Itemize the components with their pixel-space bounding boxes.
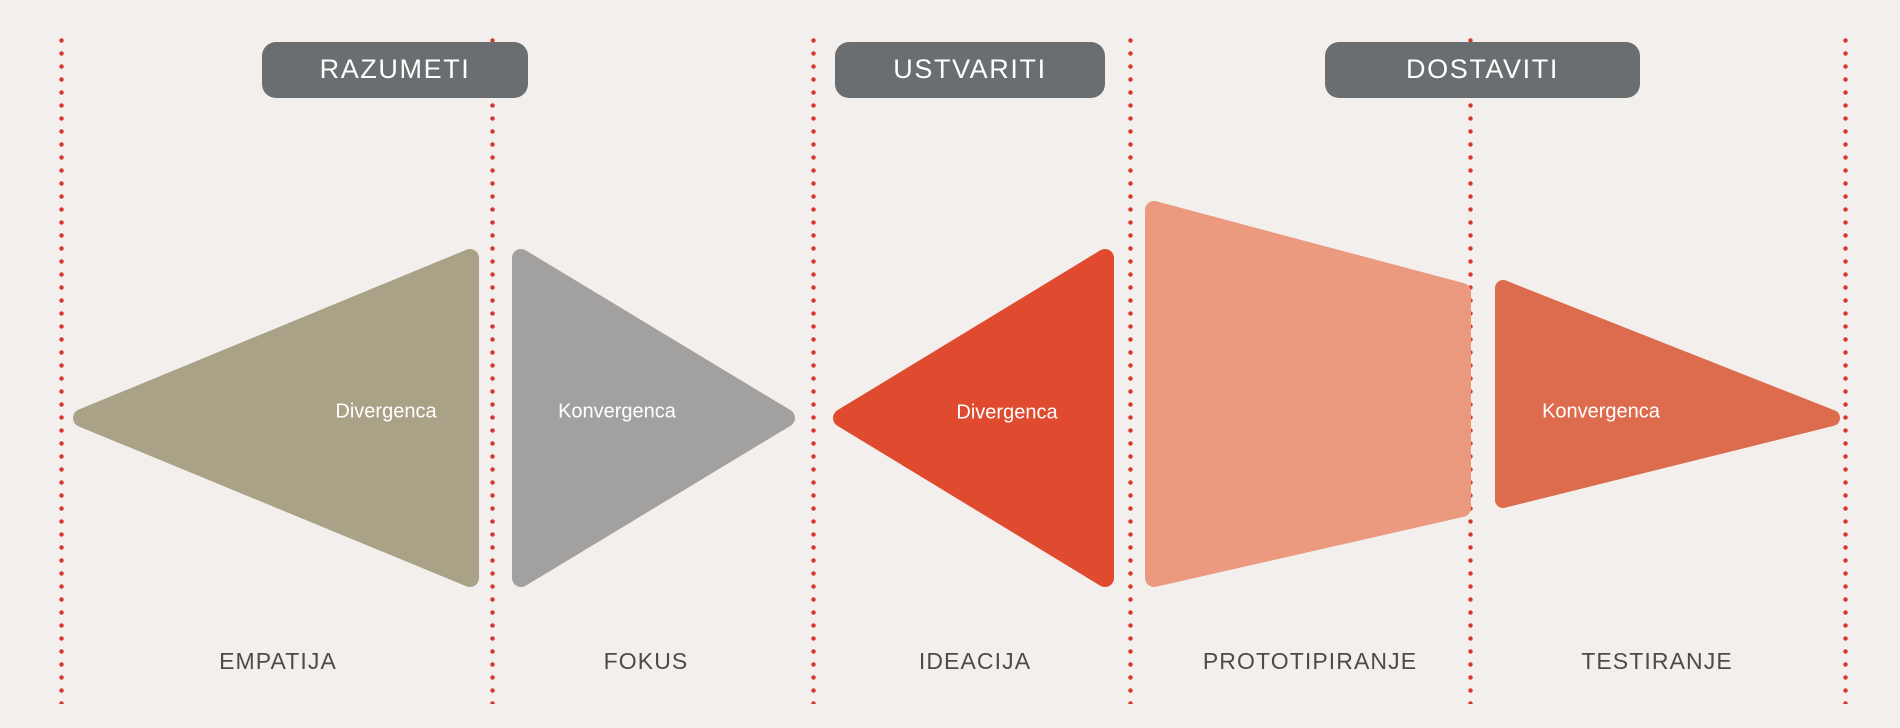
stage-label-testiranje: TESTIRANJE — [1581, 648, 1733, 674]
phase-banner-ustvariti-label: USTVARITI — [893, 53, 1047, 84]
fokus-shape-label: Konvergenca — [558, 400, 676, 423]
stage-label-ideacija: IDEACIJA — [918, 648, 1032, 674]
divider-right-edge — [1843, 38, 1848, 704]
stage-label-prototipiranje: PROTOTIPIRANJE — [1202, 648, 1418, 674]
stage-label-empatija: EMPATIJA — [219, 648, 337, 674]
phase-banner-dostaviti: DOSTAVITI — [1325, 42, 1640, 98]
divider-empatija-fokus — [490, 38, 495, 704]
phase-banner-razumeti: RAZUMETI — [262, 42, 528, 98]
testiranje-shape-label: Konvergenca — [1542, 400, 1660, 423]
empatija-shape-label: Divergenca — [335, 400, 437, 423]
phase-banner-dostaviti-label: DOSTAVITI — [1406, 53, 1559, 84]
divider-razumeti-ustvariti — [811, 38, 816, 704]
ideacija-shape-label: Divergenca — [956, 401, 1058, 424]
stage-label-fokus: FOKUS — [603, 648, 689, 674]
divider-ideacija-prototip — [1128, 38, 1133, 704]
divider-prototip-testiranje — [1468, 38, 1473, 704]
phase-banner-razumeti-label: RAZUMETI — [319, 53, 471, 84]
prototipiranje-trapezoid — [1145, 201, 1471, 587]
divider-left-edge — [59, 38, 64, 704]
testiranje-diamond-half — [1495, 280, 1840, 508]
phase-banner-ustvariti: USTVARITI — [835, 42, 1105, 98]
